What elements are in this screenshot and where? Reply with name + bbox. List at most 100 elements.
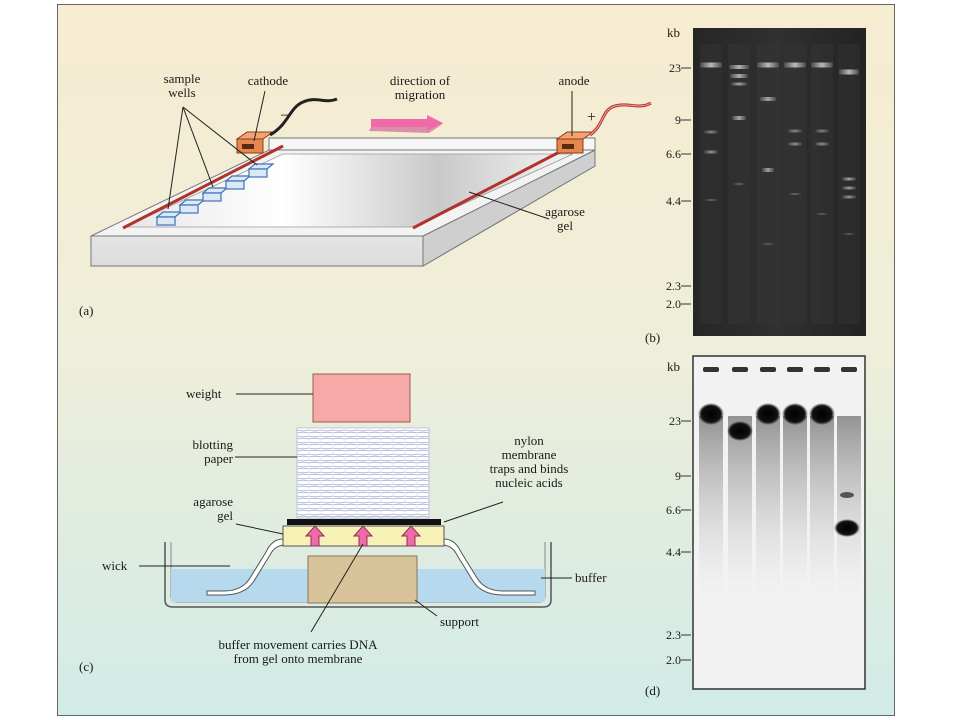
- autorad-well: [787, 367, 803, 372]
- anode-sign: +: [587, 109, 597, 126]
- sample-wells-label: sample wells: [163, 71, 201, 100]
- gel-band: [704, 150, 718, 154]
- gel-bands: [700, 44, 860, 324]
- blotting-paper-sheet: [296, 455, 430, 458]
- gel-band: [729, 65, 749, 69]
- autoradiograph: [681, 355, 866, 690]
- nylon-membrane-label: nylon membrane traps and binds nucleic a…: [489, 433, 569, 490]
- autorad-well: [732, 367, 748, 372]
- gel-band: [842, 195, 856, 199]
- autorad-kb-unit: kb: [667, 359, 680, 374]
- flow-arrows: [304, 525, 422, 547]
- blotting-paper-sheet: [296, 467, 430, 470]
- cathode-label: cathode: [247, 73, 289, 88]
- cathode-electrode: [235, 97, 338, 154]
- autorad-tick-label: 23: [669, 414, 681, 428]
- gel-band: [704, 130, 718, 134]
- blotting-paper-sheet: [296, 483, 430, 486]
- blotting-paper-sheet: [296, 495, 430, 498]
- gel-photo: [681, 28, 866, 336]
- blotting-paper-sheet: [296, 441, 430, 444]
- autorad-band: [809, 403, 835, 425]
- agarose-gel-c-label: agarose gel: [193, 494, 233, 523]
- autorad-band: [782, 403, 808, 425]
- blotting-paper-sheet: [296, 501, 430, 504]
- blotting-paper-sheet: [296, 449, 430, 452]
- support-label: support: [440, 614, 479, 629]
- gel-lane: [811, 44, 833, 324]
- blotting-paper-sheet: [296, 461, 430, 464]
- gel-band: [788, 142, 802, 146]
- gel-band: [815, 142, 829, 146]
- blotting-paper-sheet: [296, 491, 430, 494]
- blotting-paper-sheet: [296, 485, 430, 488]
- blotting-apparatus: [139, 373, 572, 633]
- gel-lane: [784, 44, 806, 324]
- blotting-paper-sheet: [296, 477, 430, 480]
- weight-label: weight: [186, 386, 222, 401]
- blotting-paper-sheet: [296, 515, 430, 518]
- autorad-band: [755, 403, 781, 425]
- autorad-tick-label: 2.3: [666, 628, 681, 642]
- agarose-gel-label: agarose gel: [545, 204, 585, 233]
- gel-band: [700, 62, 722, 68]
- autorad-smear: [756, 416, 780, 596]
- gel-band: [811, 62, 833, 68]
- autorad-well: [841, 367, 857, 372]
- autorad-band: [834, 519, 860, 537]
- autorad-smear: [728, 416, 752, 596]
- blotting-paper-sheet: [296, 459, 430, 462]
- panel-c-letter: (c): [79, 659, 94, 674]
- blotting-paper-label: blotting paper: [192, 437, 233, 466]
- gel-band: [731, 82, 747, 86]
- gel-tick-label: 2.0: [666, 297, 681, 311]
- gel-band: [784, 62, 806, 68]
- gel-band: [839, 69, 859, 75]
- gel-band: [733, 183, 745, 185]
- figure-artwork: [57, 4, 895, 716]
- gel-lane: [838, 44, 860, 324]
- panel-a-letter: (a): [79, 303, 94, 318]
- autorad-tick-label: 6.6: [666, 503, 681, 517]
- buffer-movement-label: buffer movement carries DNA from gel ont…: [218, 637, 378, 666]
- blotting-paper-sheet: [296, 429, 430, 432]
- electrophoresis-apparatus: [90, 90, 652, 267]
- blotting-paper-sheet: [296, 453, 430, 456]
- autorad-band: [698, 403, 724, 425]
- blotting-paper-sheet: [296, 437, 430, 440]
- panel-d-letter: (d): [645, 683, 661, 698]
- blotting-paper-sheet: [296, 443, 430, 446]
- gel-tick-label: 6.6: [666, 147, 681, 161]
- gel-band: [760, 97, 776, 101]
- autorad-tick-label: 2.0: [666, 653, 681, 667]
- anode-electrode: [555, 101, 652, 154]
- blotting-paper-sheet: [296, 447, 430, 450]
- blotting-paper-sheet: [296, 489, 430, 492]
- figure: sample wells cathode – direction of migr…: [57, 4, 895, 716]
- gel-lane: [728, 44, 750, 324]
- anode-label: anode: [558, 73, 590, 88]
- autorad-well: [760, 367, 776, 372]
- gel-band: [816, 213, 828, 215]
- gel-band: [842, 177, 856, 181]
- blotting-paper-sheet: [296, 431, 430, 434]
- gel-tick-label: 23: [669, 61, 681, 75]
- gel-band: [757, 62, 779, 68]
- gel-band: [762, 168, 774, 172]
- autorad-smear: [837, 416, 861, 596]
- blotting-paper-sheet: [296, 497, 430, 500]
- blotting-paper-sheet: [296, 509, 430, 512]
- gel-tick-label: 4.4: [666, 194, 681, 208]
- autorad-smear: [699, 416, 723, 596]
- gel-tick-label: 9: [675, 113, 681, 127]
- gel-kb-unit: kb: [667, 25, 680, 40]
- autorad-well: [814, 367, 830, 372]
- gel-band: [705, 199, 717, 201]
- blotting-paper-sheet: [296, 503, 430, 506]
- autorad-tick-label: 4.4: [666, 545, 681, 559]
- nylon-membrane: [287, 519, 441, 525]
- blotting-paper-sheet: [296, 513, 430, 516]
- buffer-label: buffer: [575, 570, 607, 585]
- gel-band: [788, 129, 802, 133]
- autorad-band: [727, 421, 753, 441]
